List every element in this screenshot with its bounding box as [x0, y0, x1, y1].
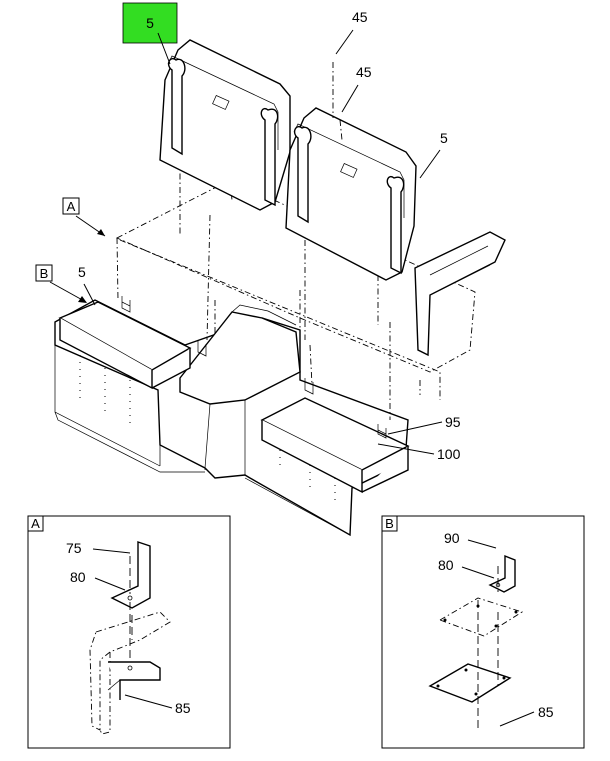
callout-45-top[interactable]: 45: [335, 9, 368, 55]
svg-text:A: A: [67, 199, 76, 214]
base-frame-mid: [214, 300, 421, 395]
svg-text:45: 45: [356, 64, 372, 80]
svg-text:45: 45: [352, 9, 368, 25]
svg-text:B: B: [385, 516, 394, 531]
view-tag-a[interactable]: A: [62, 197, 106, 237]
detail-view-a: A 75 80 85: [27, 515, 231, 749]
callout-100[interactable]: 100: [377, 443, 461, 462]
mount-bracket-1: [121, 296, 131, 313]
callout-5-highlight[interactable]: 5: [122, 2, 178, 65]
seat-back-left: [159, 39, 291, 211]
mount-bracket-4: [377, 424, 387, 439]
detail-view-b: B 90 80 85: [381, 515, 585, 749]
svg-text:80: 80: [438, 557, 454, 573]
svg-text:A: A: [31, 516, 40, 531]
view-tag-b[interactable]: B: [35, 264, 87, 303]
seat-assembly-drawing: [54, 39, 506, 537]
svg-text:80: 80: [70, 569, 86, 585]
detail-b-bracket: [488, 554, 516, 593]
svg-text:5: 5: [146, 15, 154, 31]
side-bracket: [414, 231, 506, 357]
svg-text:75: 75: [66, 540, 82, 556]
detail-b-lower-plate: [428, 663, 512, 703]
seat-back-right: [285, 107, 417, 281]
svg-text:85: 85: [538, 704, 554, 720]
mount-bracket-2: [197, 340, 207, 357]
callout-5-left[interactable]: 5: [78, 264, 96, 306]
svg-text:85: 85: [175, 700, 191, 716]
svg-text:95: 95: [445, 414, 461, 430]
svg-text:100: 100: [437, 446, 461, 462]
callout-45-mid[interactable]: 45: [341, 64, 372, 113]
mount-bracket-3: [304, 378, 314, 395]
callout-95[interactable]: 95: [387, 414, 461, 435]
svg-text:90: 90: [444, 530, 460, 546]
detail-b-upper-plate: [438, 597, 524, 637]
svg-text:5: 5: [440, 130, 448, 146]
svg-text:B: B: [40, 266, 49, 281]
callout-5-right[interactable]: 5: [419, 130, 448, 179]
svg-text:5: 5: [78, 264, 86, 280]
